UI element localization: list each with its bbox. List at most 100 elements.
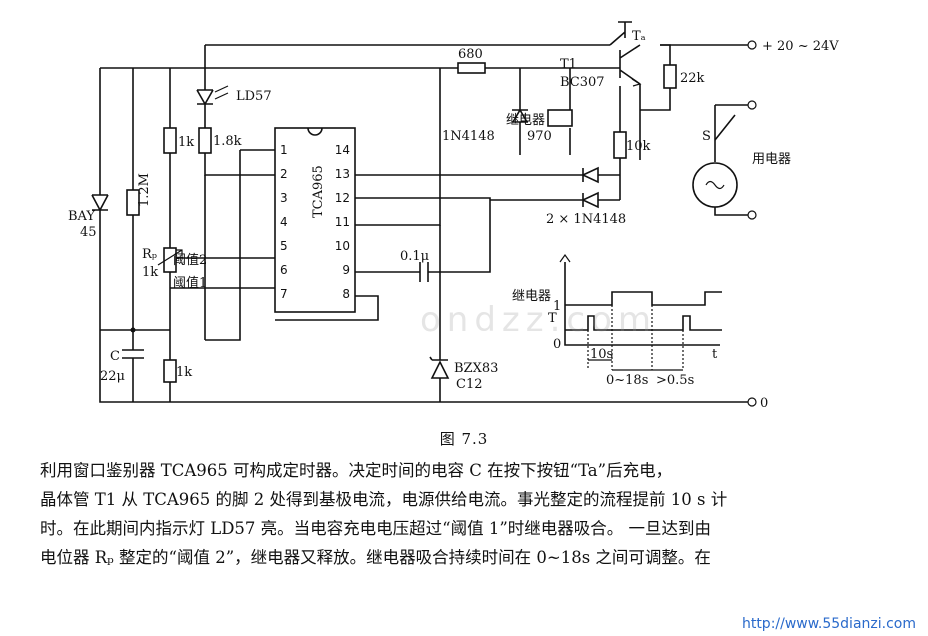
resistor-1-2m	[126, 189, 140, 216]
timing-t-trace	[565, 315, 722, 331]
ic-pin-left: 2	[280, 167, 288, 181]
label-22u: 22μ	[100, 369, 125, 384]
timing-guides	[587, 305, 684, 370]
ic-pin-right: 9	[342, 263, 350, 277]
wire-diodes	[355, 174, 620, 201]
body-paragraph: 利用窗口鉴别器 TCA965 可构成定时器。决定时间的电容 C 在按下按钮“Ta…	[40, 456, 880, 572]
ic-pin-left: 3	[280, 191, 288, 205]
label-1n4148: 1N4148	[442, 129, 495, 144]
label-bay: BAY	[68, 209, 95, 224]
ic-pin-left: 1	[280, 143, 288, 157]
ic-pin-left: 7	[280, 287, 288, 301]
resistor-680	[457, 62, 486, 74]
timing-axes	[564, 262, 720, 346]
label-rp-val: 1k	[142, 265, 158, 280]
ic-pin-right: 12	[335, 191, 350, 205]
label-s: S	[702, 129, 711, 144]
faint-watermark: ondzz.com	[420, 300, 658, 340]
wire-relay	[519, 68, 571, 155]
switch-s	[714, 104, 748, 141]
site-watermark: http://www.55dianzi.com	[741, 616, 916, 632]
transistor-arrow	[631, 78, 642, 87]
label-rp: Rₚ	[142, 247, 157, 262]
label-timing-t: T	[548, 311, 557, 326]
led-ld57	[196, 89, 214, 106]
label-970: 970	[527, 129, 552, 144]
timing-axis-arrow	[559, 253, 571, 263]
load-symbol	[692, 162, 738, 208]
label-0-1u: 0.1μ	[400, 249, 429, 264]
ic-pin-left: 5	[280, 239, 288, 253]
wire-load	[714, 105, 748, 216]
ic-pin-right: 11	[335, 215, 350, 229]
resistor-22k	[663, 64, 677, 89]
ic-pin-left: 6	[280, 263, 288, 277]
label-ld57: LD57	[236, 89, 272, 104]
label-ic: TCA965	[311, 165, 326, 218]
resistor-1-8k	[198, 127, 212, 154]
terminal-load-bottom	[747, 210, 757, 220]
circuit-schematic: + 20 ~ 24V Tₐ T1 BC307 22k 680 继电器 970 1…	[68, 21, 839, 411]
timing-relay-trace	[565, 291, 722, 306]
diode-bay45	[91, 194, 109, 212]
ic-pin-right: 8	[342, 287, 350, 301]
resistor-10k	[613, 131, 627, 159]
label-threshold1: 阈值1	[173, 275, 207, 291]
label-bzx83: BZX83	[454, 361, 498, 376]
paragraph-line: 电位器 Rₚ 整定的“阈值 2”，继电器又释放。继电器吸合持续时间在 0~18s…	[40, 548, 711, 567]
zener-bzx83	[429, 356, 450, 379]
paragraph-line: 时。在此期间内指示灯 LD57 亮。当电容充电电压超过“阈值 1”时继电器吸合。…	[40, 519, 712, 538]
junction-c	[130, 327, 136, 333]
terminal-ground	[747, 397, 757, 407]
ac-wave-icon	[705, 180, 725, 190]
label-22k: 22k	[680, 71, 705, 86]
ic-pin-right: 10	[335, 239, 350, 253]
wire-pin1	[204, 149, 275, 341]
wire-ic-right	[355, 68, 491, 226]
label-t1: T1	[560, 57, 577, 72]
potentiometer-rp	[163, 247, 177, 273]
label-threshold2: 阈值2	[173, 252, 207, 268]
wire-thresholds	[170, 257, 275, 289]
label-relay: 继电器	[506, 113, 545, 128]
resistor-1k-bottom	[163, 359, 177, 383]
terminal-load-top	[747, 100, 757, 110]
terminal-supply	[747, 40, 757, 50]
diode-a	[581, 166, 599, 184]
figure-caption: 图 7.3	[439, 430, 489, 448]
label-1k-bottom: 1k	[176, 365, 192, 380]
relay-coil	[547, 109, 573, 127]
wire-pin9	[355, 200, 491, 273]
label-1k-top: 1k	[178, 135, 194, 150]
label-zero: 0	[760, 396, 768, 411]
capacitor-0-1u	[419, 262, 429, 282]
label-button: Tₐ	[632, 29, 646, 44]
timing-intervals	[588, 359, 683, 371]
label-1-8k: 1.8k	[213, 134, 242, 149]
label-c12: C12	[456, 377, 483, 392]
ic-tca965	[274, 127, 356, 313]
diode-b	[581, 191, 599, 209]
paragraph-line: 晶体管 T1 从 TCA965 的脚 2 处得到基极电流，电源供给电流。事光整定…	[40, 490, 728, 509]
capacitor-c	[100, 329, 170, 402]
label-45: 45	[80, 225, 97, 240]
ic-notch	[307, 127, 323, 136]
label-timing-axis: t	[712, 347, 718, 362]
label-timing-relay: 继电器	[512, 289, 551, 304]
label-10k: 10k	[626, 139, 651, 154]
ic-pin-right: 14	[335, 143, 350, 157]
label-timing-zero: 0	[553, 337, 561, 352]
potentiometer-arrow	[157, 249, 183, 266]
wire-22k	[640, 44, 671, 111]
resistor-1k-top	[163, 127, 177, 154]
label-supply: + 20 ~ 24V	[762, 39, 839, 54]
label-1-2m: 1.2M	[137, 173, 152, 207]
label-2x1n4148: 2 × 1N4148	[546, 212, 626, 227]
label-timing-range: 0~18s	[606, 373, 648, 388]
led-rays-icon	[214, 85, 229, 100]
label-timing-gt: >0.5s	[656, 373, 694, 388]
transistor-t1	[619, 44, 641, 160]
wire-pin8	[275, 295, 379, 321]
ic-pin-right: 13	[335, 167, 350, 181]
